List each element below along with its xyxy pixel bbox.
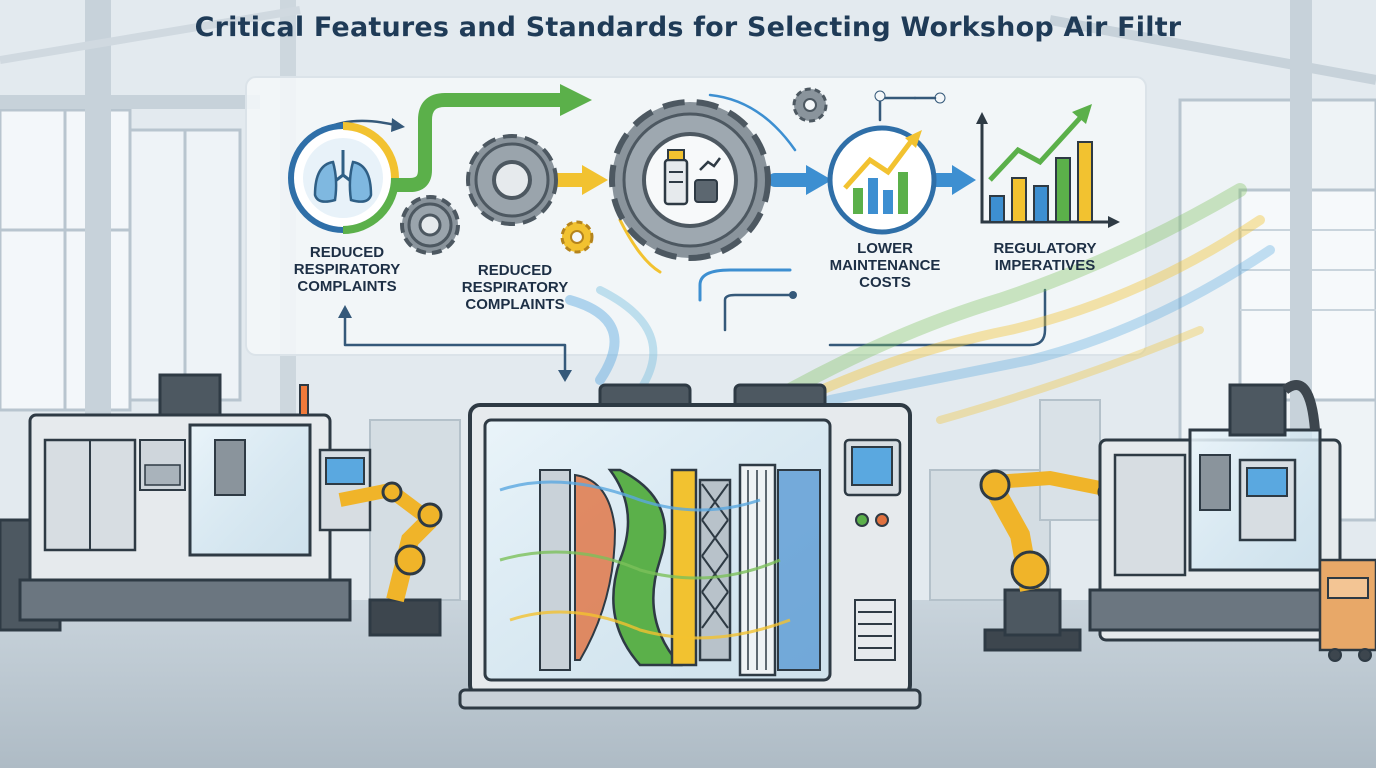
- stage-label-line: Respiratory: [461, 279, 569, 296]
- right-cnc-machine: [1088, 380, 1376, 662]
- stage-label-1: Reduced Respiratory Complaints: [272, 244, 422, 295]
- stage-label-line: Complaints: [297, 278, 397, 295]
- chart-gauge-icon: [827, 125, 937, 235]
- stage-label-line: Maintenance: [829, 257, 941, 274]
- stage-label-line: Imperatives: [994, 257, 1096, 274]
- page-title: Critical Features and Standards for Sele…: [194, 12, 1182, 43]
- stage-label-line: Respiratory: [293, 261, 401, 278]
- left-robot-arm: [338, 481, 443, 637]
- stage-label-line: Costs: [859, 274, 911, 291]
- stage-label-line: Lower: [857, 240, 913, 257]
- gear-icon: [400, 134, 594, 255]
- stage-label-5: Regulatory Imperatives: [970, 240, 1120, 274]
- lungs-icon: [288, 122, 399, 234]
- stage-label-line: Reduced: [477, 262, 553, 279]
- left-cnc-machine: [0, 373, 372, 632]
- bar-chart-icon: [976, 104, 1120, 228]
- gear-filter-icon: [609, 87, 828, 261]
- stage-label-4: Lower Maintenance Costs: [810, 240, 960, 291]
- air-filtration-unit: [458, 383, 922, 710]
- air-flow-streams: [565, 183, 1275, 424]
- stage-label-2: Reduced Respiratory Complaints: [440, 262, 590, 313]
- flow-arrows: [298, 84, 1047, 382]
- stage-label-line: Regulatory: [993, 240, 1097, 257]
- stage-label-line: Reduced: [309, 244, 385, 261]
- stage-label-line: Complaints: [465, 296, 565, 313]
